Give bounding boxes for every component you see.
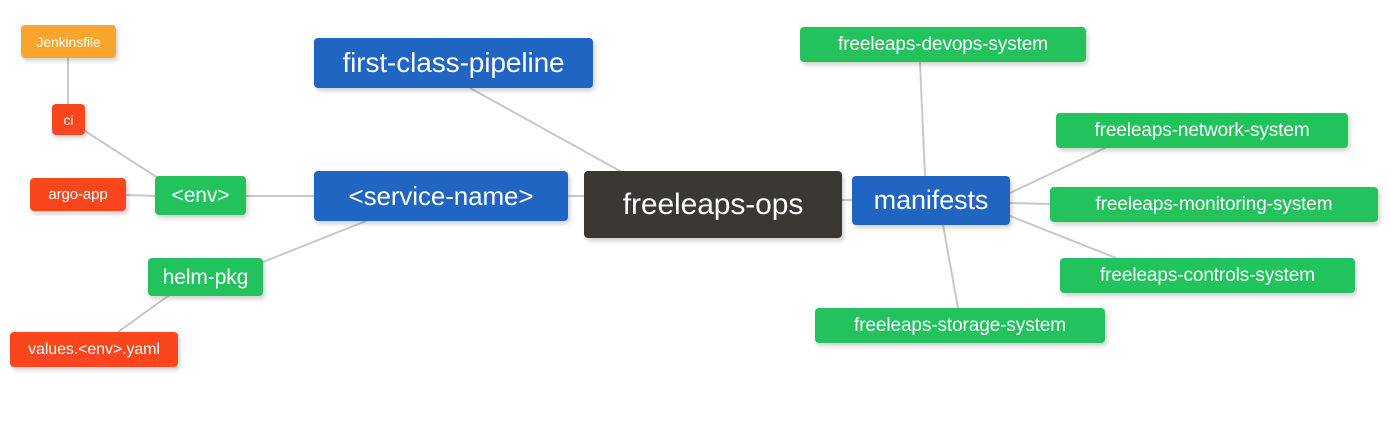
- node-label-service-name: <service-name>: [348, 181, 534, 211]
- node-freeleaps-ops[interactable]: freeleaps-ops: [584, 171, 842, 238]
- node-label-first-class-pipeline: first-class-pipeline: [342, 47, 565, 78]
- node-freeleaps-devops-system[interactable]: freeleaps-devops-system: [800, 27, 1086, 62]
- node-freeleaps-controls-system[interactable]: freeleaps-controls-system: [1060, 258, 1355, 293]
- edge-manifests-to-freeleaps-monitoring-system: [1009, 202, 1051, 205]
- node-jenkinsfile[interactable]: Jenkinsfile: [21, 25, 116, 58]
- node-first-class-pipeline[interactable]: first-class-pipeline: [314, 38, 593, 88]
- node-values-yaml[interactable]: values.<env>.yaml: [10, 332, 178, 367]
- edge-first-class-pipeline-to-freeleaps-ops: [469, 87, 621, 172]
- edge-manifests-to-freeleaps-devops-system: [919, 61, 926, 177]
- node-label-freeleaps-devops-system: freeleaps-devops-system: [838, 34, 1048, 55]
- node-env[interactable]: <env>: [155, 176, 246, 215]
- node-label-env: <env>: [171, 184, 230, 207]
- edge-ci-to-env: [84, 130, 159, 179]
- node-label-ci: ci: [63, 111, 74, 128]
- node-label-helm-pkg: helm-pkg: [162, 265, 249, 289]
- node-freeleaps-storage-system[interactable]: freeleaps-storage-system: [815, 308, 1105, 343]
- node-freeleaps-network-system[interactable]: freeleaps-network-system: [1056, 113, 1348, 148]
- node-label-manifests: manifests: [873, 185, 989, 215]
- edge-manifests-to-freeleaps-controls-system: [1009, 215, 1117, 259]
- edge-service-name-to-helm-pkg: [262, 220, 367, 263]
- node-freeleaps-monitoring-system[interactable]: freeleaps-monitoring-system: [1050, 187, 1378, 222]
- node-label-freeleaps-network-system: freeleaps-network-system: [1094, 120, 1310, 141]
- node-label-freeleaps-storage-system: freeleaps-storage-system: [854, 315, 1066, 336]
- node-label-jenkinsfile: Jenkinsfile: [36, 33, 101, 50]
- node-label-freeleaps-monitoring-system: freeleaps-monitoring-system: [1095, 194, 1333, 215]
- node-ci[interactable]: ci: [52, 104, 85, 135]
- edge-argo-app-to-env: [125, 194, 156, 197]
- node-service-name[interactable]: <service-name>: [314, 171, 568, 221]
- node-label-values-yaml: values.<env>.yaml: [28, 340, 160, 358]
- edge-manifests-to-freeleaps-storage-system: [942, 224, 959, 309]
- node-argo-app[interactable]: argo-app: [30, 178, 126, 211]
- node-label-freeleaps-controls-system: freeleaps-controls-system: [1099, 265, 1316, 286]
- node-label-argo-app: argo-app: [48, 186, 108, 203]
- node-helm-pkg[interactable]: helm-pkg: [148, 258, 263, 296]
- node-label-freeleaps-ops: freeleaps-ops: [622, 187, 804, 221]
- edge-helm-pkg-to-values-yaml: [117, 295, 169, 333]
- node-manifests[interactable]: manifests: [852, 176, 1010, 225]
